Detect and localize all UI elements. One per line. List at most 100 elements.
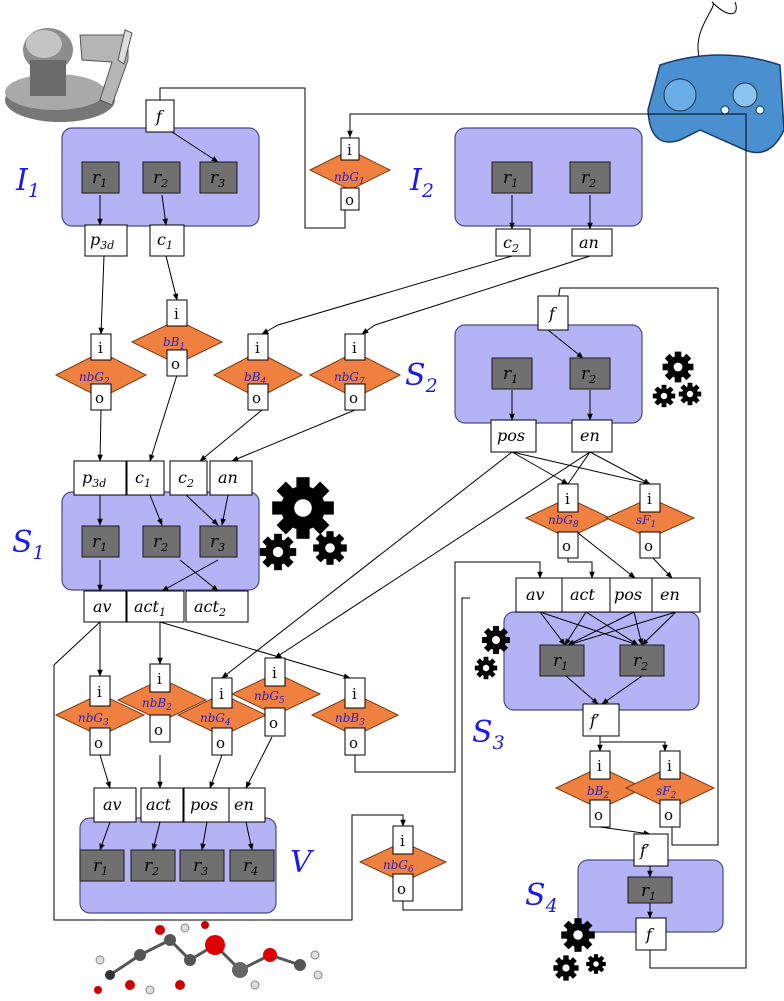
register-r2: [569, 161, 611, 194]
port-fprime: f′: [639, 841, 650, 860]
svg-text:o: o: [171, 355, 180, 373]
svg-text:i: i: [97, 683, 102, 701]
port-act: act: [570, 585, 596, 604]
diamond-nodes: i o nbG1 i o nbG2 i o bB1 i o bB4 i o nb…: [54, 137, 716, 902]
svg-text:r3: r3: [210, 168, 225, 190]
register-r1: [79, 849, 125, 882]
svg-text:o: o: [664, 806, 673, 824]
port-en: en: [660, 585, 680, 604]
node-bB1: bB1: [163, 335, 185, 352]
connections: [53, 87, 747, 969]
svg-text:i: i: [647, 490, 652, 508]
svg-text:o: o: [594, 806, 603, 824]
register-r1: [491, 161, 533, 194]
gears-icon: [652, 351, 702, 408]
node-nbB2: nbB2: [142, 696, 172, 713]
svg-text:r1: r1: [553, 651, 568, 673]
node-sF1: sF1: [636, 513, 656, 530]
svg-text:o: o: [154, 721, 163, 739]
port-p3d: p3d: [82, 468, 106, 490]
port-av: av: [103, 795, 122, 814]
svg-text:o: o: [349, 389, 358, 407]
node-bB2: bB2: [587, 784, 610, 801]
svg-text:r1: r1: [641, 881, 656, 903]
svg-text:o: o: [269, 714, 278, 732]
node-nbG8: nbG8: [548, 513, 579, 530]
svg-text:i: i: [272, 664, 277, 682]
svg-text:r2: r2: [153, 168, 168, 190]
svg-text:o: o: [345, 191, 354, 209]
svg-text:r2: r2: [581, 168, 596, 190]
svg-text:r2: r2: [633, 651, 648, 673]
svg-text:i: i: [219, 685, 224, 703]
label-S2: S2: [405, 358, 438, 397]
register-r3: [199, 525, 238, 558]
port-pos: pos: [497, 426, 525, 445]
node-bB4: bB4: [244, 370, 267, 387]
module-S3: [503, 611, 700, 711]
svg-text:i: i: [400, 832, 405, 850]
register-r1: [491, 357, 533, 390]
port-av: av: [526, 585, 545, 604]
svg-text:o: o: [95, 389, 104, 407]
svg-text:o: o: [349, 734, 358, 752]
node-nbG1: nbG1: [334, 170, 365, 187]
port-c1: c1: [157, 230, 173, 252]
svg-text:i: i: [667, 757, 672, 775]
port-an: an: [579, 233, 599, 252]
svg-text:r2: r2: [153, 532, 168, 554]
svg-text:i: i: [565, 490, 570, 508]
registers: r1 r2 r3 r1 r2 r1 r2 r1 r2 r3 r1 r2 r1 r…: [79, 161, 673, 904]
molecule-icon: [94, 921, 323, 995]
svg-text:r1: r1: [503, 364, 518, 386]
node-nbG3: nbG3: [78, 711, 109, 728]
register-r2: [142, 161, 181, 194]
svg-text:r3: r3: [210, 532, 225, 554]
register-r2: [130, 849, 176, 882]
port-av: av: [93, 597, 112, 616]
svg-text:o: o: [216, 734, 225, 752]
port-act: act: [146, 795, 172, 814]
node-nbG6: nbG6: [383, 858, 414, 875]
node-nbG4: nbG4: [200, 711, 231, 728]
svg-text:r3: r3: [193, 856, 208, 878]
gamepad-icon: [647, 1, 784, 154]
port-c2: c2: [178, 468, 194, 490]
svg-text:o: o: [94, 734, 103, 752]
label-S4: S4: [525, 878, 558, 917]
svg-text:r1: r1: [503, 168, 518, 190]
port-pos: pos: [190, 795, 218, 814]
port-act2: act2: [194, 597, 226, 619]
svg-text:r1: r1: [92, 168, 107, 190]
svg-text:o: o: [644, 537, 653, 555]
port-f: f: [548, 304, 558, 323]
label-V: V: [290, 845, 315, 880]
register-r3: [199, 161, 238, 194]
haptic-device-icon: [5, 28, 133, 122]
svg-text:i: i: [352, 339, 357, 357]
port-c1: c1: [135, 468, 151, 490]
port-en: en: [580, 426, 600, 445]
port-pos: pos: [614, 585, 642, 604]
svg-text:i: i: [352, 685, 357, 703]
port-act1: act1: [134, 597, 166, 619]
svg-text:i: i: [255, 339, 260, 357]
node-sF2: sF2: [656, 784, 676, 801]
svg-text:r1: r1: [93, 856, 108, 878]
port-fprime: f′: [589, 711, 600, 730]
port-f: f: [645, 925, 655, 944]
svg-text:r2: r2: [581, 364, 596, 386]
register-r1: [539, 644, 585, 677]
port-c2: c2: [503, 233, 519, 255]
node-nbG2: nbG2: [79, 370, 110, 387]
register-r1: [81, 161, 120, 194]
register-r1: [627, 876, 673, 904]
ports: f p3d c1 c2 an f pos en p3d c1 c2 an av …: [73, 99, 701, 951]
register-r4: [229, 849, 275, 882]
register-r2: [142, 525, 181, 558]
label-S1: S1: [12, 525, 45, 564]
svg-text:i: i: [597, 757, 602, 775]
svg-text:o: o: [397, 880, 406, 898]
svg-text:o: o: [252, 389, 261, 407]
svg-text:i: i: [157, 670, 162, 688]
